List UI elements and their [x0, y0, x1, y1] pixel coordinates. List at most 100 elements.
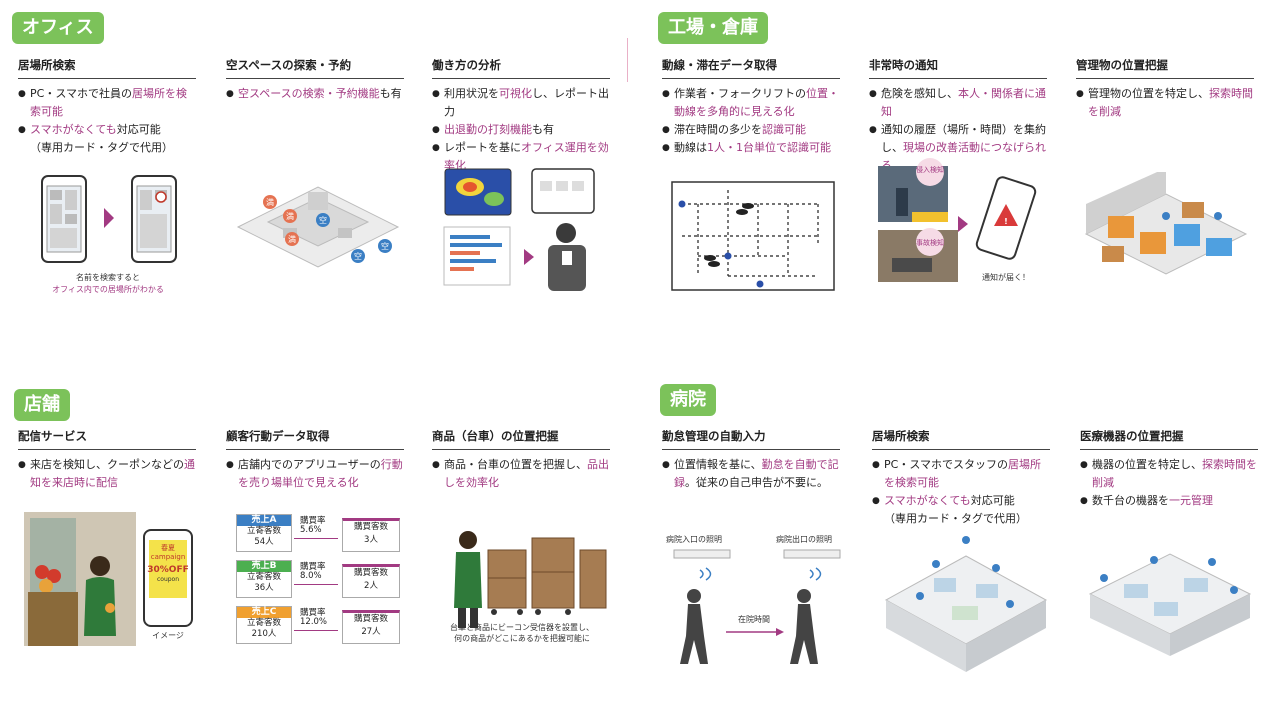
hospital-location-search: 居場所検索 PC・スマホでスタッフの居場所を検索可能 スマホがなくても対応可能 …: [872, 428, 1050, 528]
phone-line1: 春夏: [161, 543, 175, 552]
svg-text:空: 空: [354, 251, 362, 261]
office-location-search: 居場所検索 PC・スマホで社員の居場所を検索可能 スマホがなくても対応可能 （専…: [18, 57, 196, 157]
section-title: 医療機器の位置把握: [1080, 428, 1258, 450]
sub-note: （専用カード・タグで代用）: [30, 141, 173, 154]
office-floor-illustration: 満 満 満 空 空 空: [236, 186, 400, 268]
sub-note: （専用カード・タグで代用）: [884, 512, 1027, 525]
notify-caption: 通知が届く！: [982, 272, 1030, 282]
office-work-analysis: 働き方の分析 利用状況を可視化し、レポート出力 出退勤の打刻機能も有 レポートを…: [432, 57, 610, 175]
stay-time-label: 在院時間: [738, 614, 770, 624]
bullet: スマホがなくても対応可能: [18, 121, 196, 139]
section-title: 空スペースの探索・予約: [226, 57, 404, 79]
bullet: スマホがなくても対応可能: [872, 492, 1050, 510]
bullet: 管理物の位置を特定し、探索時間を削減: [1076, 85, 1254, 121]
factory-emergency-notice: 非常時の通知 危険を感知し、本人・関係者に通知 通知の履歴（場所・時間）を集約し…: [869, 57, 1047, 175]
section-title: 勤怠管理の自動入力: [662, 428, 840, 450]
area-name: 売上A: [237, 515, 291, 526]
bullet: 来店を検知し、クーポンなどの通知を来店時に配信: [18, 456, 196, 492]
divider: [627, 38, 628, 82]
category-factory: 工場・倉庫: [658, 12, 768, 44]
analysis-illustration: [443, 168, 595, 291]
area-name: 売上C: [237, 607, 291, 618]
bullet: 動線は1人・1台単位で認識可能: [662, 139, 840, 157]
bullet: 作業者・フォークリフトの位置・動線を多角的に見える化: [662, 85, 840, 121]
exit-light-label: 病院出口の照明: [776, 534, 832, 544]
flow-arrow: [294, 584, 338, 585]
bullet: 空スペースの検索・予約機能も有: [226, 85, 404, 103]
phone-search-illustration: 名前を検索すると オフィス内での居場所がわかる: [41, 175, 177, 294]
rate-label: 購買率: [300, 562, 326, 572]
attendance-illustration: 病院入口の照明 病院出口の照明 在院時間: [666, 534, 841, 664]
flow-arrow: [294, 630, 338, 631]
buyers-box: 購買客数 27人: [342, 610, 400, 644]
store-delivery-service: 配信サービス 来店を検知し、クーポンなどの通知を来店時に配信: [18, 428, 196, 492]
bullet: 出退勤の打刻機能も有: [432, 121, 610, 139]
buyers-value: 3人: [364, 535, 378, 545]
bullet: PC・スマホでスタッフの居場所を検索可能: [872, 456, 1050, 492]
flow-map-illustration: [671, 181, 835, 291]
office-space-search: 空スペースの探索・予約 空スペースの検索・予約機能も有: [226, 57, 404, 103]
phone-line2: campaign: [151, 553, 186, 561]
coupon-big: 30%OFF: [147, 565, 189, 575]
svg-text:!: !: [1004, 217, 1008, 226]
section-title: 配信サービス: [18, 428, 196, 450]
buyers-value: 27人: [361, 627, 381, 637]
bullet: 位置情報を基に、勤怠を自動で記録。従来の自己申告が不要に。: [662, 456, 840, 492]
emergency-illustration: 侵入検知 事故検知 ! 通知が届く！: [878, 158, 1037, 282]
cart-caption2: 何の商品がどこにあるかを把握可能に: [454, 633, 590, 643]
rate-value: 8.0%: [300, 571, 322, 581]
area-name: 売上B: [237, 561, 291, 572]
visitors-label: 立寄客数: [246, 526, 281, 536]
hospital-floor-illustration: [884, 536, 1048, 672]
visitors-value: 54人: [254, 537, 274, 547]
buyers-value: 2人: [364, 581, 378, 591]
bullet: レポートを基にオフィス運用を効率化: [432, 139, 610, 175]
hospital-attendance: 勤怠管理の自動入力 位置情報を基に、勤怠を自動で記録。従来の自己申告が不要に。: [662, 428, 840, 492]
flow-arrow: [294, 538, 338, 539]
svg-text:満: 満: [288, 235, 296, 244]
section-title: 働き方の分析: [432, 57, 610, 79]
buyers-label: 購買客数: [353, 522, 388, 532]
tag-full: 満: [266, 198, 274, 207]
warehouse-illustration: [1084, 172, 1248, 275]
badge-accident: 事故検知: [916, 238, 944, 247]
visitors-label: 立寄客数: [246, 572, 281, 582]
badge-intrusion: 侵入検知: [916, 165, 944, 174]
section-title: 居場所検索: [18, 57, 196, 79]
section-title: 非常時の通知: [869, 57, 1047, 79]
bullet: 危険を感知し、本人・関係者に通知: [869, 85, 1047, 121]
bullet: 数千台の機器を一元管理: [1080, 492, 1258, 510]
bullet: PC・スマホで社員の居場所を検索可能: [18, 85, 196, 121]
buyers-label: 購買客数: [353, 614, 388, 624]
bullet: 滞在時間の多少を認識可能: [662, 121, 840, 139]
bullet: 店舗内でのアプリユーザーの行動を売り場単位で見える化: [226, 456, 404, 492]
rate-label: 購買率: [300, 516, 326, 526]
store-customer-data: 顧客行動データ取得 店舗内でのアプリユーザーの行動を売り場単位で見える化: [226, 428, 404, 492]
factory-flow-data: 動線・滞在データ取得 作業者・フォークリフトの位置・動線を多角的に見える化 滞在…: [662, 57, 840, 157]
tag-empty: 空: [319, 215, 327, 225]
coupon-small: coupon: [157, 576, 179, 583]
section-title: 商品（台車）の位置把握: [432, 428, 610, 450]
coupon-illustration: 春夏 campaign 30%OFF coupon イメージ: [24, 512, 193, 646]
svg-text:空: 空: [381, 241, 389, 251]
store-cart-location: 商品（台車）の位置把握 商品・台車の位置を把握し、品出しを効率化: [432, 428, 610, 492]
visitors-value: 36人: [254, 583, 274, 593]
section-title: 居場所検索: [872, 428, 1050, 450]
section-title: 管理物の位置把握: [1076, 57, 1254, 79]
equipment-illustration: [1088, 553, 1252, 656]
rate-value: 5.6%: [300, 525, 322, 535]
category-store: 店舗: [14, 389, 70, 421]
bullet: 機器の位置を特定し、探索時間を削減: [1080, 456, 1258, 492]
factory-asset-location: 管理物の位置把握 管理物の位置を特定し、探索時間を削減: [1076, 57, 1254, 121]
section-title: 顧客行動データ取得: [226, 428, 404, 450]
bullet: 商品・台車の位置を把握し、品出しを効率化: [432, 456, 610, 492]
buyers-box: 購買客数 2人: [342, 564, 400, 598]
buyers-label: 購買客数: [353, 568, 388, 578]
entrance-light-label: 病院入口の照明: [666, 534, 722, 544]
cart-caption1: 台車と商品にビーコン受信器を設置し、: [450, 622, 594, 632]
